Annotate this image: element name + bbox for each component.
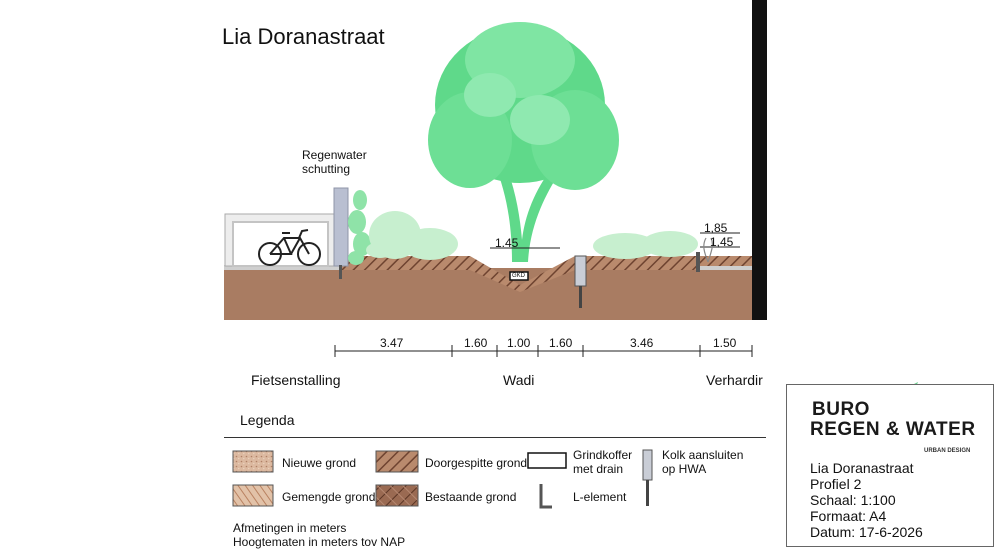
- level-label-right-bottom: 1,45: [710, 235, 734, 249]
- brand-line-2: REGEN & WATER: [810, 419, 976, 440]
- drawing-title: Lia Doranastraat: [222, 24, 385, 49]
- swatch-nieuwe-grond: [232, 450, 274, 473]
- legend-l-element-icon: [539, 484, 552, 509]
- swatch-gemengde-grond: [232, 484, 274, 507]
- legend-label-met-drain: met drain: [573, 462, 624, 476]
- swatch-doorgespitte-grond: [375, 450, 419, 473]
- brand-subtitle: URBAN DESIGN: [924, 448, 971, 454]
- pavement-right: [700, 266, 752, 270]
- info-datum: Datum: 17-6-2026: [810, 524, 923, 540]
- dimension-label: 1.60: [549, 336, 573, 350]
- legend-title: Legenda: [240, 412, 295, 428]
- info-project: Lia Doranastraat: [810, 460, 914, 476]
- level-label-left: 1.45: [495, 236, 519, 250]
- swatch-bestaande-grond: [375, 484, 419, 507]
- legend-label-bestaande-grond: Bestaande grond: [425, 490, 517, 504]
- legend-grindkoffer-icon: [527, 452, 567, 469]
- pavement-left: [224, 265, 340, 270]
- tree: [428, 22, 619, 262]
- legend-divider: [224, 437, 766, 438]
- legend-label-kolk: Kolk aansluiten: [662, 448, 744, 462]
- grindkoffer-tag: GKD: [512, 273, 526, 279]
- legend-label-nieuwe-grond: Nieuwe grond: [282, 456, 357, 470]
- label-schutting: schutting: [302, 162, 351, 176]
- shrubs-right: [593, 231, 698, 259]
- dimension-label: 3.46: [630, 336, 654, 350]
- bicycle-icon: [258, 229, 321, 266]
- brand-line-1: BURO: [812, 399, 870, 420]
- dimension-label: 3.47: [380, 336, 404, 350]
- grindkoffer-drain: [509, 271, 529, 281]
- topsoil-layer: [340, 256, 752, 292]
- dimension-line: [334, 345, 753, 357]
- kolk: [574, 255, 587, 308]
- zone-label-fietsenstalling: Fietsenstalling: [251, 372, 341, 388]
- info-profiel: Profiel 2: [810, 476, 862, 492]
- note-afmetingen: Afmetingen in meters: [233, 521, 347, 535]
- legend-kolk-icon: [642, 449, 653, 506]
- fence-post: [339, 265, 342, 279]
- climbing-plant: [348, 190, 371, 265]
- level-label-right-top: 1,85: [704, 221, 728, 235]
- info-formaat: Formaat: A4: [810, 508, 887, 524]
- label-regenwater: Regenwater: [302, 148, 367, 162]
- legend-label-l-element: L-element: [573, 490, 627, 504]
- legend-label-grindkoffer: Grindkoffer: [573, 448, 633, 462]
- legend-label-gemengde-grond: Gemengde grond: [282, 490, 376, 504]
- title-block: [786, 384, 994, 547]
- legend-label-doorgespitte-grond: Doorgespitte grond: [425, 456, 528, 470]
- info-schaal: Schaal: 1:100: [810, 492, 896, 508]
- dimension-label: 1.00: [507, 336, 531, 350]
- frame-edge: [752, 0, 767, 320]
- zone-label-wadi: Wadi: [503, 372, 535, 388]
- l-element-right: [696, 252, 700, 272]
- small-plant-right: [703, 237, 714, 263]
- rainwater-fence: [333, 187, 349, 267]
- dimension-label: 1.60: [464, 336, 488, 350]
- note-hoogtematen: Hoogtematen in meters tov NAP: [233, 535, 406, 549]
- dimension-label: 1.50: [713, 336, 737, 350]
- legend-label-hwa: op HWA: [662, 462, 707, 476]
- shrubs-left: [366, 211, 458, 260]
- zone-label-verharding: Verhardir: [706, 372, 763, 388]
